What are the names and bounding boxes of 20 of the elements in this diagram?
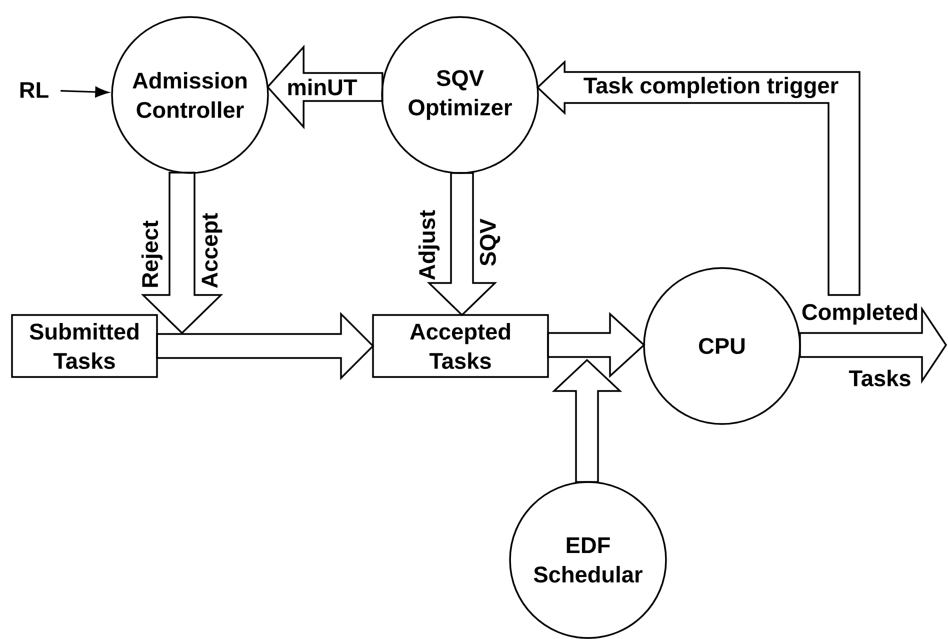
edge-label: Adjust	[417, 208, 441, 282]
flow-label: Accept	[200, 212, 224, 290]
edge-label: Task completion trigger	[582, 76, 840, 100]
block-arrow	[547, 312, 646, 378]
flow-label: SQV	[478, 217, 502, 268]
block-arrow	[156, 312, 374, 380]
arrow	[60, 86, 109, 98]
input-label: RL	[20, 82, 48, 98]
process-box: Submitted Tasks	[11, 314, 158, 378]
block-arrow	[266, 44, 384, 130]
flow-label: Tasks	[847, 368, 913, 388]
block-arrow	[140, 172, 224, 334]
edge-label: Reject	[140, 219, 164, 290]
edge-label: Completed	[800, 302, 920, 326]
process-box: Accepted Tasks	[372, 314, 549, 378]
block-arrow	[426, 172, 498, 316]
block-arrow	[799, 306, 948, 384]
block-arrow	[536, 60, 860, 296]
edge-label: minUT	[285, 77, 359, 97]
block-arrow	[552, 358, 622, 483]
